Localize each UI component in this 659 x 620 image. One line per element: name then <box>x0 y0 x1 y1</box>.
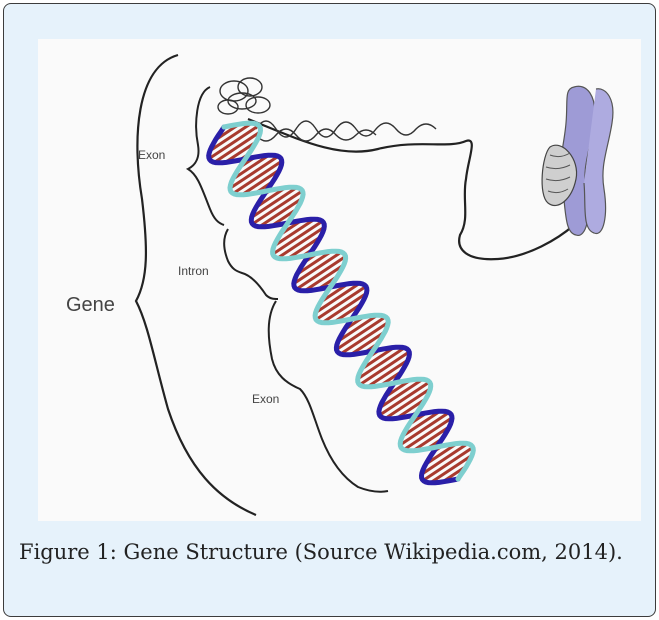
gene-label: Gene <box>66 294 115 316</box>
chromatin-coils <box>256 121 436 141</box>
base-pair <box>253 191 303 224</box>
base-pair <box>380 382 430 415</box>
figure-container: Gene Exon Intron Exon <box>3 3 656 617</box>
base-pair <box>316 286 366 319</box>
chromosome <box>542 86 613 235</box>
condensed-coil <box>218 78 270 114</box>
gene-structure-illustration: Gene Exon Intron Exon <box>38 39 641 521</box>
exon-bottom-bracket <box>269 301 388 492</box>
dna-double-helix <box>209 123 474 483</box>
figure-caption: Figure 1: Gene Structure (Source Wikiped… <box>19 538 639 567</box>
exon-bottom-label: Exon <box>252 392 279 406</box>
intron-label: Intron <box>178 264 209 278</box>
exon-top-label: Exon <box>138 148 165 162</box>
dna-backbone-strand-b <box>224 123 473 479</box>
dna-backbone-strand-a <box>209 127 458 483</box>
intron-bracket <box>224 229 278 299</box>
